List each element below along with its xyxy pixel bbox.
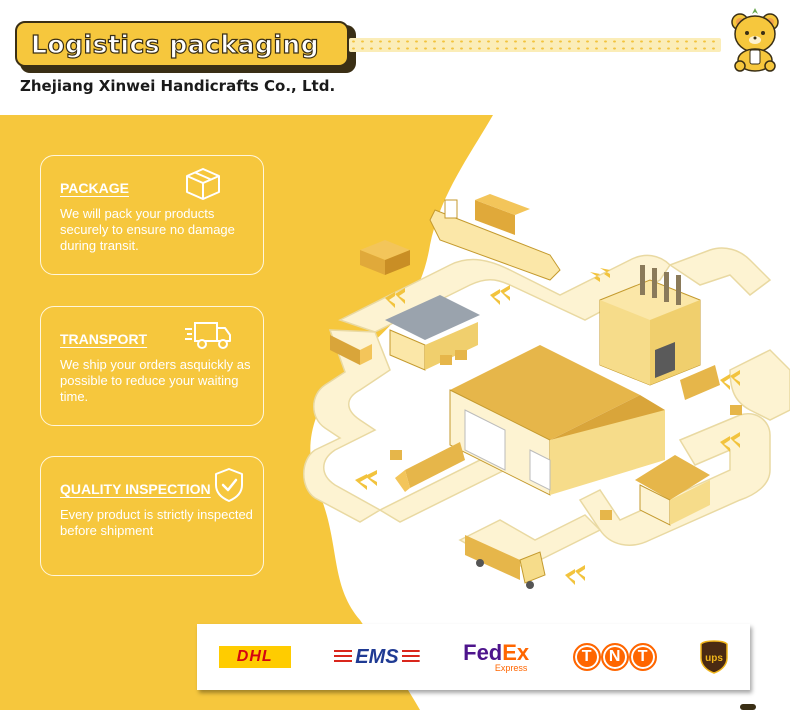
carrier-logos-strip: DHL EMS FedEx Express T N T ups (197, 624, 750, 690)
truck-right (680, 365, 720, 400)
box-icon (186, 168, 220, 200)
fedex-logo: FedEx Express (463, 639, 530, 673)
isometric-logistics-illustration (303, 194, 790, 589)
shield-check-icon (215, 468, 243, 502)
truck-bottom (465, 535, 546, 589)
tnt-letter: N (600, 643, 629, 671)
dhl-logo: DHL (218, 646, 291, 668)
feature-card-transport: TRANSPORT We ship your orders asquickly … (40, 306, 264, 426)
scattered-boxes (390, 350, 742, 520)
title-banner: Logistics packaging (15, 21, 349, 67)
fedex-express-text: Express (494, 662, 528, 673)
ems-text: EMS (352, 645, 402, 668)
feature-text: We ship your orders asquickly as possibl… (60, 357, 251, 404)
feature-text: We will pack your products securely to e… (60, 206, 235, 253)
stacked-crates (360, 240, 410, 275)
ups-text: ups (705, 653, 723, 664)
truck-icon (185, 322, 231, 349)
feature-title: TRANSPORT (60, 331, 148, 347)
road-chevrons (355, 268, 740, 585)
dotted-decoration-band (349, 38, 721, 52)
tnt-logo: T N T (572, 643, 657, 671)
cargo-ship (429, 194, 561, 281)
small-house (635, 455, 710, 526)
page-title: Logistics packaging (30, 29, 320, 59)
ups-shield-icon: ups (700, 640, 728, 674)
fedex-ex-text: Ex (502, 639, 530, 665)
feature-card-quality-inspection: QUALITY INSPECTION Every product is stri… (40, 456, 264, 576)
feature-card-package: PACKAGE We will pack your products secur… (40, 155, 264, 275)
truck-left (330, 335, 372, 365)
fedex-fe-text: Fed (463, 639, 503, 665)
truck-middle (395, 442, 465, 492)
main-warehouse (449, 345, 665, 496)
small-warehouse (385, 295, 480, 371)
feature-title: QUALITY INSPECTION (60, 481, 211, 497)
feature-text: Every product is strictly inspected befo… (60, 507, 253, 538)
ups-logo: ups (700, 640, 728, 674)
ems-logo: EMS (334, 645, 420, 669)
bear-mascot-icon (731, 8, 779, 72)
tnt-letter: T (628, 643, 657, 671)
company-name: Zhejiang Xinwei Handicrafts Co., Ltd. (20, 77, 336, 95)
dhl-text: DHL (218, 646, 291, 668)
feature-title: PACKAGE (60, 180, 129, 196)
tnt-letter: T (572, 643, 601, 671)
corner-decoration (740, 704, 756, 710)
factory-building (599, 265, 701, 386)
